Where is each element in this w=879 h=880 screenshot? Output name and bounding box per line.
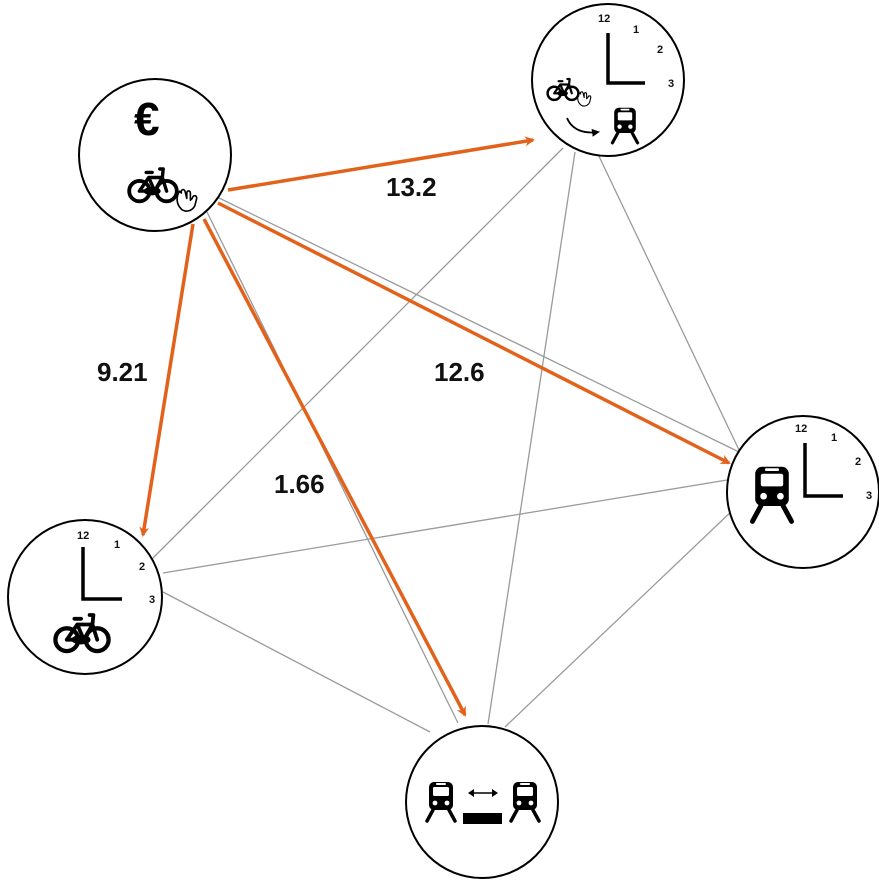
clock-label-3: 3 [866, 490, 872, 502]
plain-edge-biketrain-train [595, 149, 741, 453]
plain-edge-train-transfer [504, 507, 736, 728]
plain-edge-biketime-train [162, 479, 728, 574]
clock-label-12: 12 [598, 13, 610, 25]
node-bike-time-circle [7, 519, 163, 675]
double-arrow-icon [468, 789, 498, 797]
clock-label-1: 1 [114, 539, 120, 551]
plain-edge-biketrain-biketime [144, 147, 564, 567]
clock-icon: 12 1 2 3 [77, 530, 155, 606]
weighted-edge-cost-transfer [202, 218, 467, 717]
clock-label-1: 1 [633, 24, 639, 36]
weighted-edge-cost-biketrain [227, 136, 535, 192]
clock-label-3: 3 [149, 594, 155, 606]
plain-edges [144, 147, 741, 733]
clock-icon: 12 1 2 3 [598, 13, 674, 90]
clock-label-2: 2 [855, 456, 861, 468]
plain-edge-cost-train [214, 195, 740, 453]
clock-label-2: 2 [139, 561, 145, 573]
edge-label-cost-train: 12.6 [434, 357, 485, 387]
clock-label-12: 12 [795, 423, 807, 435]
weighted-edge-cost-biketime [139, 223, 195, 537]
plain-edge-cost-transfer [206, 211, 459, 724]
node-transfer [405, 725, 559, 879]
node-transfer-circle [405, 725, 559, 879]
node-cost-circle [78, 78, 232, 232]
edge-label-cost-biketrain: 13.2 [386, 172, 437, 202]
plain-edge-biketime-transfer [162, 591, 431, 733]
node-bike-time: 12 1 2 3 [7, 519, 163, 675]
edge-labels: 13.2 9.21 12.6 1.66 [97, 172, 485, 499]
weighted-edge-cost-train [217, 201, 731, 465]
euro-icon: € [134, 93, 160, 145]
edge-label-cost-biketime: 9.21 [97, 357, 148, 387]
clock-label-1: 1 [831, 432, 837, 444]
plain-edge-biketrain-transfer [487, 151, 576, 725]
clock-label-12: 12 [77, 530, 89, 542]
weighted-edges [139, 136, 731, 717]
node-bike-to-train-time: 12 1 2 3 [531, 3, 685, 157]
node-train-time: 12 1 2 3 [726, 415, 879, 569]
clock-label-2: 2 [657, 44, 663, 56]
edge-label-cost-transfer: 1.66 [274, 469, 325, 499]
arrow-icon [566, 117, 600, 137]
clock-label-3: 3 [668, 78, 674, 90]
node-cost: € [78, 78, 232, 232]
clock-icon: 12 1 2 3 [795, 423, 872, 502]
platform-icon [463, 813, 502, 824]
node-train-time-circle [726, 415, 879, 569]
